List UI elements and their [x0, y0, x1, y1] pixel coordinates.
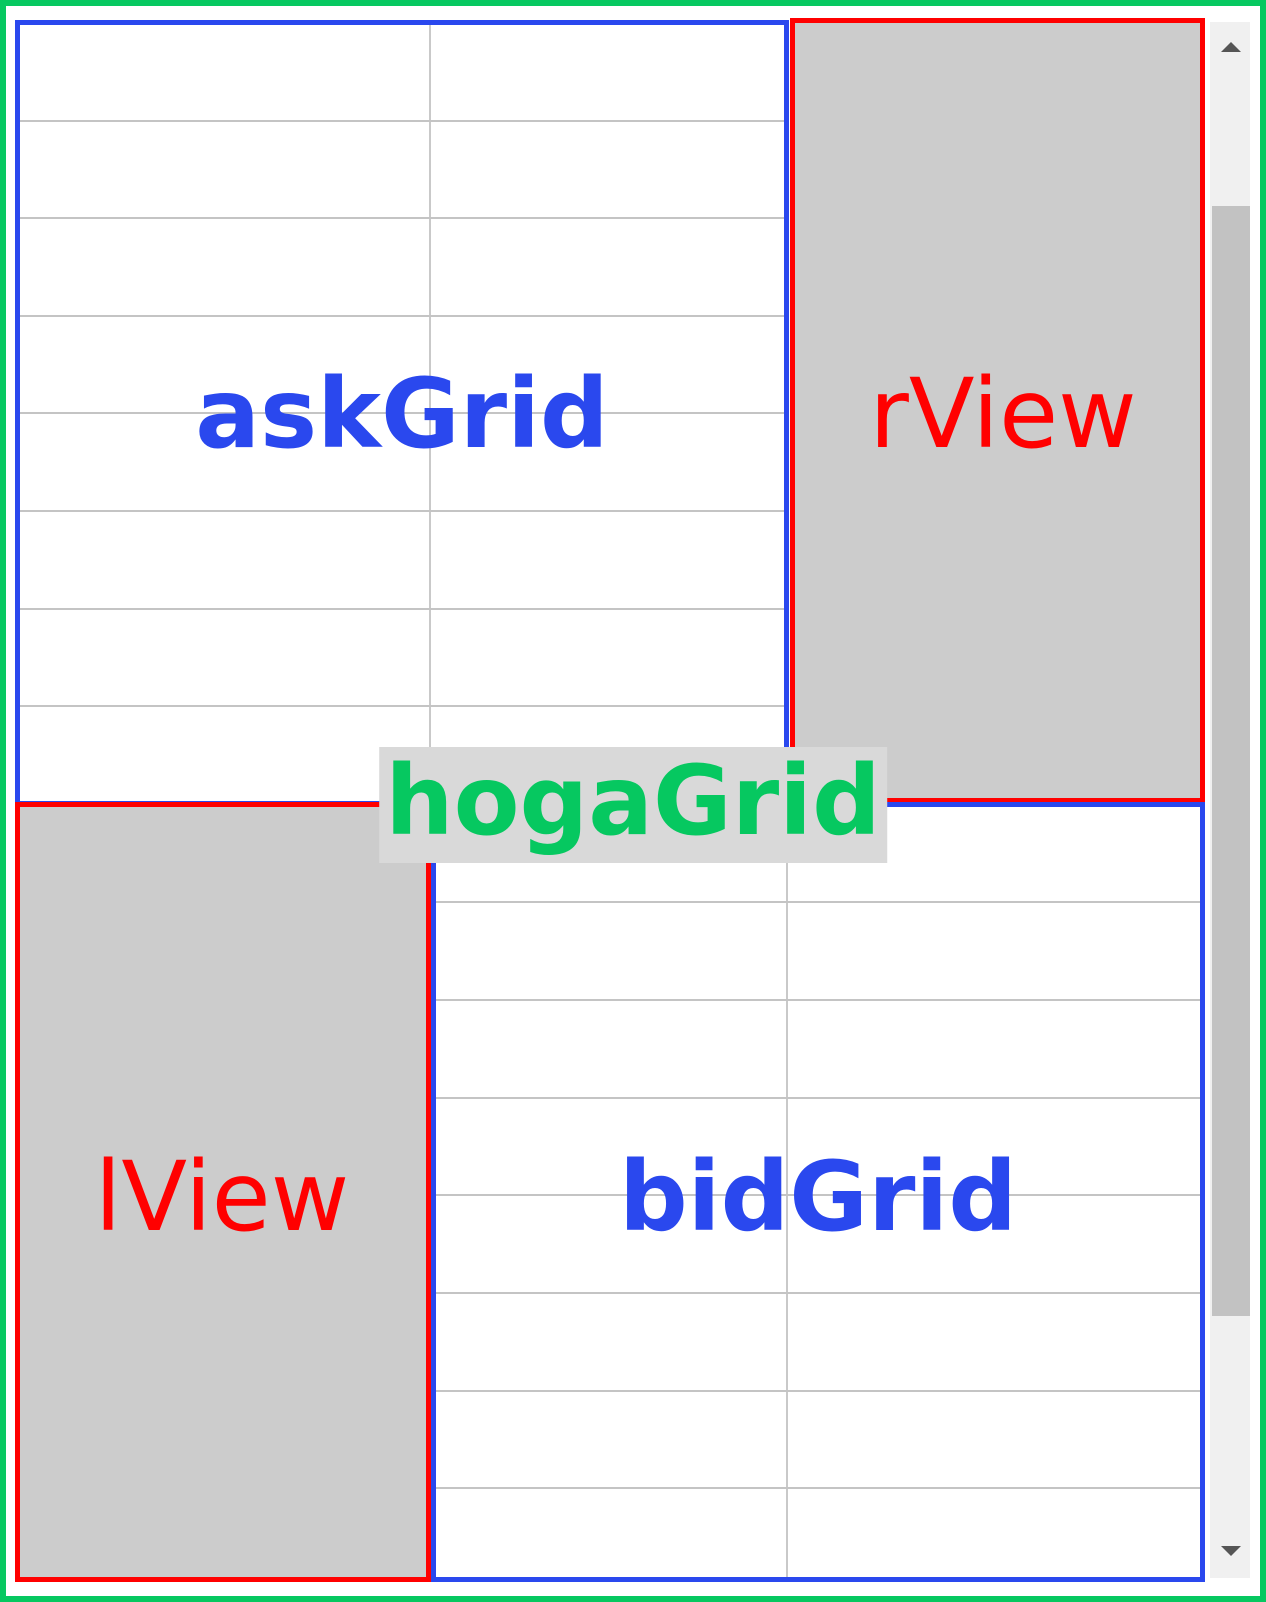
r-view	[790, 18, 1205, 803]
bid-grid[interactable]	[431, 802, 1205, 1582]
scrollbar-thumb[interactable]	[1212, 206, 1250, 1316]
scroll-up-icon[interactable]	[1221, 42, 1241, 52]
bid-grid-label: bidGrid	[618, 1141, 1018, 1253]
bid-grid-cells	[436, 807, 1200, 1577]
l-view	[15, 802, 431, 1582]
ask-grid-label: askGrid	[195, 358, 609, 470]
ask-grid-cells	[20, 25, 784, 801]
r-view-label: rView	[869, 358, 1137, 470]
hoga-grid-label: hogaGrid	[379, 747, 887, 863]
l-view-label: lView	[94, 1141, 350, 1253]
scroll-down-icon[interactable]	[1221, 1546, 1241, 1556]
